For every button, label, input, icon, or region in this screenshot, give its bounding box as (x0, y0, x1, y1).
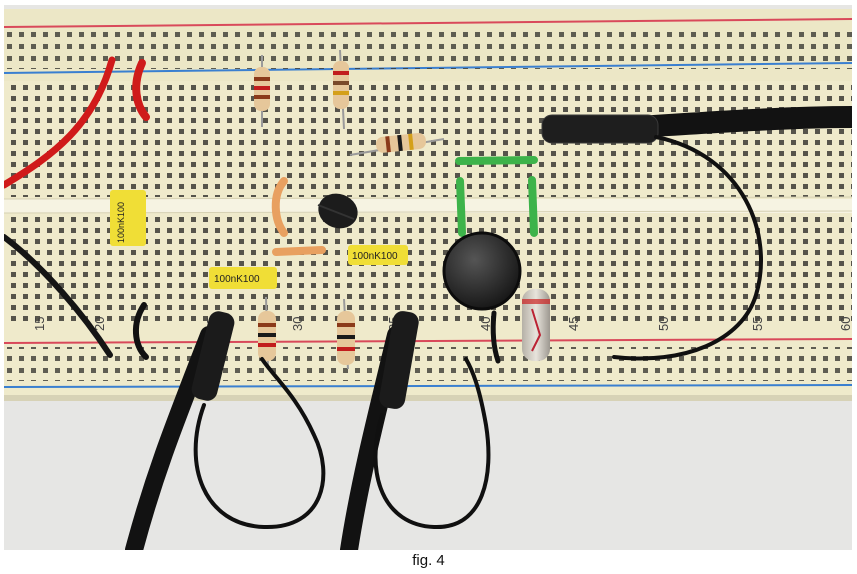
capacitor-label: 100nK100 (116, 202, 126, 243)
black-cable (541, 106, 852, 361)
resistor (258, 296, 276, 368)
resistor (254, 55, 270, 127)
green-jumpers (455, 156, 538, 237)
column-number: 55 (750, 317, 765, 331)
resistor (349, 133, 445, 156)
column-number: 15 (32, 317, 47, 331)
breadboard-photo: 15 20 25 30 35 40 45 50 55 60 (4, 5, 852, 550)
black-jumper (133, 302, 149, 360)
column-number: 60 (838, 317, 852, 331)
figure-caption: fig. 4 (412, 552, 445, 569)
column-number: 20 (92, 317, 107, 331)
black-wire (4, 234, 113, 358)
orange-jumper (271, 177, 288, 237)
column-number: 50 (656, 317, 671, 331)
transistor (317, 193, 358, 229)
capacitor: 100nK100 (348, 245, 408, 265)
column-number: 45 (566, 317, 581, 331)
breadboard (4, 9, 852, 401)
probe-cable-right (340, 311, 491, 550)
probe-cable-left (125, 311, 326, 550)
resistor (333, 49, 349, 130)
red-wire (4, 56, 116, 189)
capacitor: 100nK100 (110, 190, 146, 246)
electrolytic-capacitor (442, 231, 522, 311)
black-jumper (490, 310, 501, 364)
diode (522, 289, 550, 361)
capacitor-label: 100nK100 (214, 274, 260, 285)
red-jumper (132, 59, 150, 121)
resistor (337, 298, 355, 370)
capacitor-label: 100nK100 (352, 251, 398, 262)
column-number: 30 (290, 317, 305, 331)
orange-jumper (272, 246, 326, 256)
column-number: 40 (478, 317, 493, 331)
capacitor: 100nK100 (209, 267, 277, 289)
